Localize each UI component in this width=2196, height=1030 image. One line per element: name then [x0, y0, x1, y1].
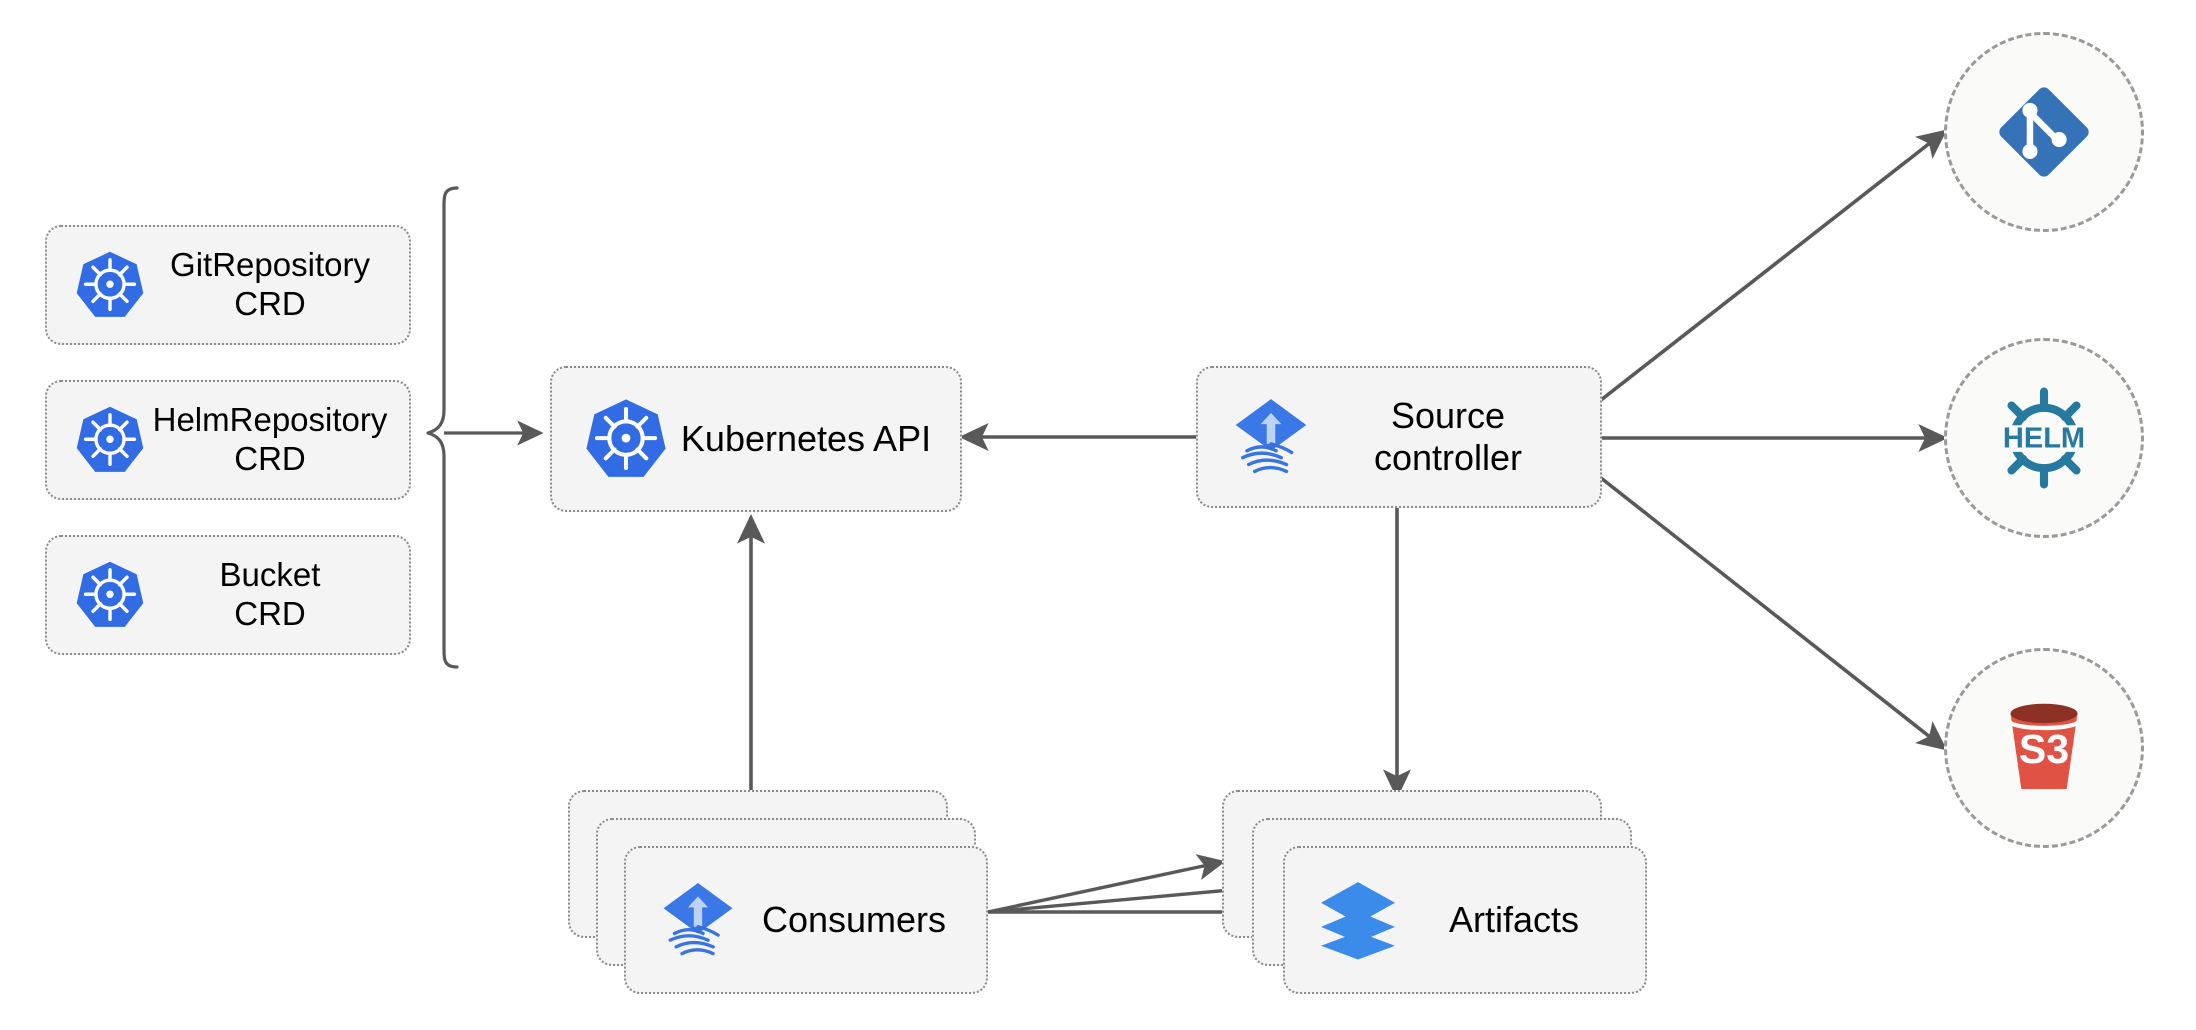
s3-bucket-icon: S3 — [1990, 694, 2098, 802]
edge-source-to-s3 — [1599, 476, 1948, 751]
git-icon — [1990, 78, 2098, 186]
crd-label: Bucket CRD — [219, 556, 321, 632]
crd-box-gitrepository[interactable]: GitRepository CRD — [45, 225, 411, 345]
crd-box-helmrepository[interactable]: HelmRepository CRD — [45, 380, 411, 500]
node-label: Artifacts — [1448, 898, 1580, 940]
kubernetes-icon — [582, 395, 670, 483]
kubernetes-icon — [73, 558, 147, 632]
flux-icon — [1228, 394, 1314, 480]
node-label: Kubernetes API — [680, 417, 932, 459]
helm-wordmark: HELM — [2003, 422, 2085, 454]
edge-consumers-to-artifacts-1 — [987, 854, 1226, 914]
crd-label: GitRepository CRD — [170, 246, 370, 322]
kubernetes-icon — [73, 248, 147, 322]
node-consumers[interactable]: Consumers — [624, 846, 988, 994]
kubernetes-icon — [73, 403, 147, 477]
crd-box-bucket[interactable]: Bucket CRD — [45, 535, 411, 655]
helm-icon: HELM — [1986, 380, 2102, 496]
endpoint-helm[interactable]: HELM — [1944, 338, 2144, 538]
s3-wordmark: S3 — [2019, 726, 2069, 772]
node-kubernetes-api[interactable]: Kubernetes API — [550, 366, 962, 512]
endpoint-git[interactable] — [1944, 32, 2144, 232]
edge-consumers-to-artifacts-2 — [987, 876, 1256, 914]
node-artifacts[interactable]: Artifacts — [1283, 846, 1647, 994]
node-source-controller[interactable]: Source controller — [1196, 366, 1602, 508]
flux-icon — [656, 878, 740, 962]
node-label: Source controller — [1373, 394, 1523, 478]
layers-icon — [1315, 877, 1401, 963]
edge-source-to-git — [1599, 129, 1948, 402]
crd-label: HelmRepository CRD — [152, 401, 388, 477]
node-label: Consumers — [761, 898, 947, 940]
crd-group-brace — [426, 186, 459, 669]
endpoint-s3[interactable]: S3 — [1944, 648, 2144, 848]
